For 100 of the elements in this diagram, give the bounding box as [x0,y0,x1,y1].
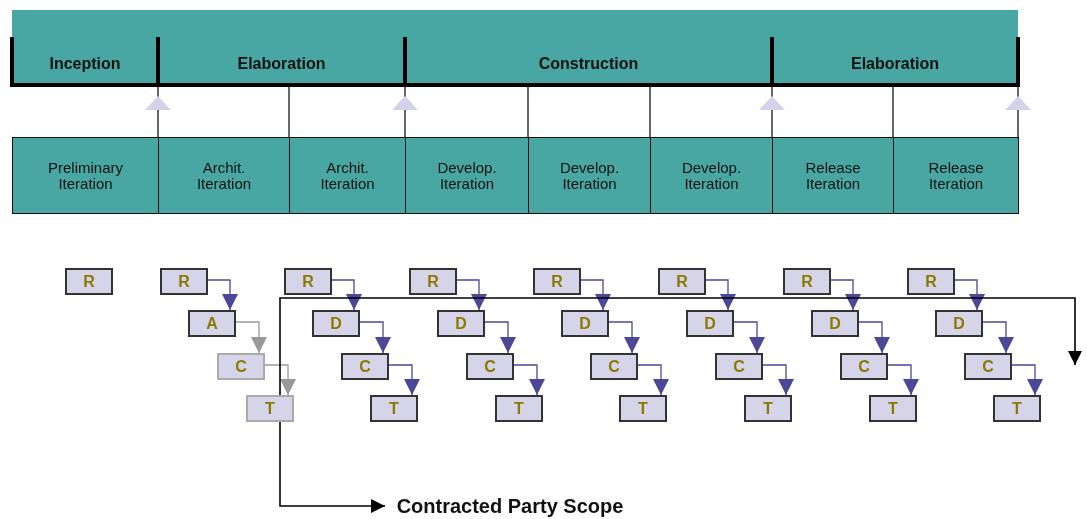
phase-label: Construction [538,55,639,73]
task-box [935,310,983,337]
task-box [188,310,236,337]
phase-label: Inception [49,55,121,73]
phase-band [772,10,1018,85]
iteration-box [528,137,651,214]
arrow [359,321,391,354]
iteration-box [405,137,529,214]
task-box [811,310,859,337]
iteration-label: Release Iteration [927,159,985,192]
arrow [331,279,362,311]
task-letter: T [514,399,524,418]
task-letter: A [206,314,218,333]
arrow [388,364,420,396]
iteration-box [12,137,159,214]
task-box [561,310,609,337]
phase-label: Elaboration [851,55,939,73]
task-box [341,353,389,380]
task-box [686,310,734,337]
phase-band [158,10,405,85]
phase-band [405,10,772,85]
iteration-box [158,137,290,214]
task-letter: R [427,272,439,291]
arrow [580,279,611,311]
iteration-box [893,137,1019,214]
iteration-label: Preliminary Iteration [47,159,124,192]
task-letter: C [235,357,247,376]
task-box [437,310,485,337]
task-letter: C [608,357,620,376]
arrow [608,321,640,354]
task-letter: D [704,314,716,333]
iteration-box [772,137,894,214]
iteration-label: Develop. Iteration [558,159,621,192]
arrow [235,321,267,354]
task-box [370,395,418,422]
arrow [705,279,736,311]
iteration-label: Archit. Iteration [195,159,253,192]
arrow [513,364,545,396]
task-box [964,353,1012,380]
task-letter: T [638,399,648,418]
task-box [65,268,113,295]
task-box [495,395,543,422]
task-box [907,268,955,295]
iteration-label: Release Iteration [804,159,862,192]
task-letter: C [484,357,496,376]
task-box [783,268,831,295]
task-box [409,268,457,295]
task-letter: C [858,357,870,376]
task-box [590,353,638,380]
scope-arrow [279,297,1082,513]
task-letter: D [330,314,342,333]
arrow [264,364,296,396]
task-box [840,353,888,380]
iteration-box [650,137,773,214]
arrow [762,364,794,396]
arrow [207,279,238,311]
task-letter: D [829,314,841,333]
phase-band [12,10,158,85]
task-letter: T [389,399,399,418]
arrow [484,321,516,354]
scope-text: Contracted Party Scope [396,494,624,518]
task-letter: R [925,272,937,291]
arrow [982,321,1014,354]
task-letter: R [801,272,813,291]
task-box [993,395,1041,422]
arrow [456,279,487,311]
task-box [246,395,294,422]
task-letter: C [982,357,994,376]
arrow [733,321,765,354]
task-box [744,395,792,422]
task-box [715,353,763,380]
iteration-label: Develop. Iteration [680,159,743,192]
task-letter: D [953,314,965,333]
arrow [887,364,919,396]
task-box [284,268,332,295]
iteration-box [289,137,406,214]
iteration-label: Develop. Iteration [436,159,498,192]
task-box [869,395,917,422]
task-box [160,268,208,295]
arrow [1011,364,1043,396]
task-box [312,310,360,337]
task-box [217,353,265,380]
task-box [533,268,581,295]
task-letter: D [455,314,467,333]
arrow [637,364,669,396]
task-letter: C [359,357,371,376]
task-letter: R [178,272,190,291]
task-letter: C [733,357,745,376]
task-box [619,395,667,422]
task-letter: R [83,272,95,291]
arrow [858,321,890,354]
task-letter: T [888,399,898,418]
task-letter: D [579,314,591,333]
iteration-label: Archit. Iteration [319,159,376,192]
phase-label: Elaboration [237,55,326,73]
task-letter: R [551,272,563,291]
task-letter: T [763,399,773,418]
task-letter: R [302,272,314,291]
task-letter: T [265,399,275,418]
task-letter: R [676,272,688,291]
